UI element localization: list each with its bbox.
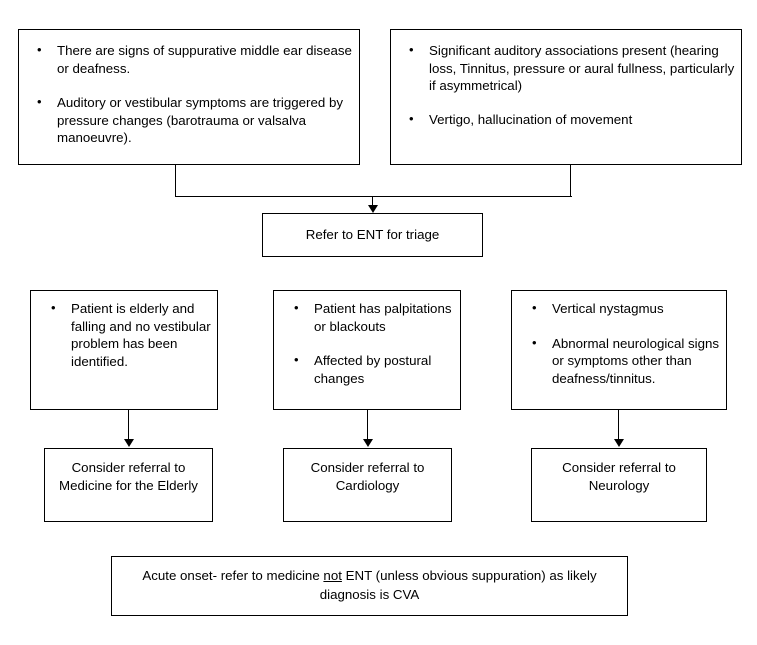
bullet-item: Affected by postural changes bbox=[274, 351, 460, 387]
bullet-item: There are signs of suppurative middle ea… bbox=[19, 41, 359, 77]
criteria-box-palpitations: Patient has palpitations or blackouts Af… bbox=[273, 290, 461, 410]
bullet-item: Vertigo, hallucination of movement bbox=[391, 110, 741, 129]
criteria-box-elderly-falls: Patient is elderly and falling and no ve… bbox=[30, 290, 218, 410]
bullet-item: Significant auditory associations presen… bbox=[391, 41, 741, 95]
outcome-label-cardiology: Consider referral to Cardiology bbox=[311, 449, 425, 495]
criteria-box-ear-disease: There are signs of suppurative middle ea… bbox=[18, 29, 360, 165]
bullet-item: Auditory or vestibular symptoms are trig… bbox=[19, 93, 359, 147]
outcome-line-2: Medicine for the Elderly bbox=[59, 478, 198, 493]
bullet-item: Patient has palpitations or blackouts bbox=[274, 299, 460, 335]
connector-line-elderly-to-medicine bbox=[128, 410, 130, 440]
bullet-list-palpitations: Patient has palpitations or blackouts Af… bbox=[274, 291, 460, 387]
bullet-item: Abnormal neurological signs or symptoms … bbox=[512, 334, 726, 388]
connector-line-left-drop bbox=[175, 165, 177, 197]
outcome-box-medicine-for-the-elderly: Consider referral to Medicine for the El… bbox=[44, 448, 213, 522]
connector-line-to-triage bbox=[372, 196, 374, 208]
arrowhead-to-medicine-elderly bbox=[124, 439, 134, 447]
action-box-refer-ent-triage: Refer to ENT for triage bbox=[262, 213, 483, 257]
bullet-list-elderly-falls: Patient is elderly and falling and no ve… bbox=[31, 291, 217, 370]
bullet-list-ear-disease: There are signs of suppurative middle ea… bbox=[19, 30, 359, 147]
bullet-item: Vertical nystagmus bbox=[512, 299, 726, 318]
outcome-line-1: Consider referral to bbox=[562, 460, 676, 475]
arrowhead-to-cardiology bbox=[363, 439, 373, 447]
criteria-box-auditory-associations: Significant auditory associations presen… bbox=[390, 29, 742, 165]
acute-onset-note-text: Acute onset- refer to medicine not ENT (… bbox=[112, 557, 627, 604]
connector-line-join bbox=[175, 196, 572, 198]
acute-onset-prefix: Acute onset- refer to medicine bbox=[142, 568, 324, 583]
arrowhead-to-neurology bbox=[614, 439, 624, 447]
acute-onset-suffix: ENT (unless obvious suppuration) as like… bbox=[319, 568, 597, 602]
connector-line-neuro-to-neurology bbox=[618, 410, 620, 440]
connector-line-palpitations-to-cardiology bbox=[367, 410, 369, 440]
criteria-box-neurological-signs: Vertical nystagmus Abnormal neurological… bbox=[511, 290, 727, 410]
outcome-line-2: Cardiology bbox=[335, 478, 400, 493]
acute-onset-emphasis-not: not bbox=[323, 568, 342, 583]
bullet-list-neurological-signs: Vertical nystagmus Abnormal neurological… bbox=[512, 291, 726, 387]
connector-line-right-drop bbox=[570, 165, 572, 197]
outcome-line-2: Neurology bbox=[588, 478, 650, 493]
bullet-list-auditory-associations: Significant auditory associations presen… bbox=[391, 30, 741, 128]
outcome-line-1: Consider referral to bbox=[310, 460, 425, 475]
outcome-box-cardiology: Consider referral to Cardiology bbox=[283, 448, 452, 522]
outcome-label-medicine-elderly: Consider referral to Medicine for the El… bbox=[59, 449, 198, 495]
refer-ent-label: Refer to ENT for triage bbox=[305, 227, 440, 243]
outcome-box-neurology: Consider referral to Neurology bbox=[531, 448, 707, 522]
outcome-label-neurology: Consider referral to Neurology bbox=[562, 449, 676, 495]
note-box-acute-onset: Acute onset- refer to medicine not ENT (… bbox=[111, 556, 628, 616]
arrowhead-to-triage bbox=[368, 205, 378, 213]
bullet-item: Patient is elderly and falling and no ve… bbox=[31, 299, 217, 370]
outcome-line-1: Consider referral to bbox=[71, 460, 186, 475]
